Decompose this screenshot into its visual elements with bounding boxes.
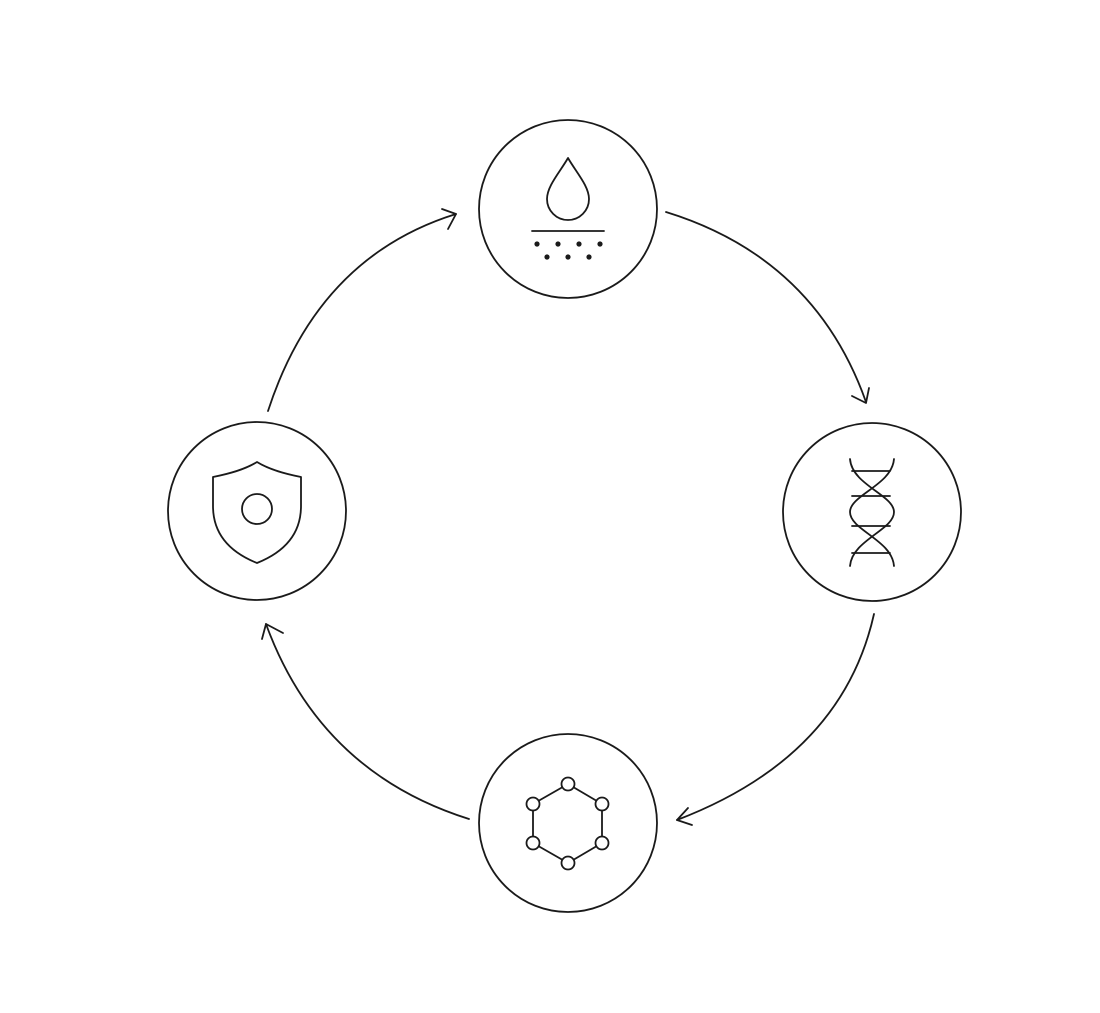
node-bottom-ring	[478, 733, 658, 913]
water-drop-absorption-icon	[531, 157, 605, 260]
hexagon-molecule-icon	[525, 776, 610, 871]
dna-icon	[849, 458, 895, 567]
node-top	[478, 119, 658, 299]
node-bottom	[478, 733, 658, 913]
node-left-ring	[167, 421, 347, 601]
arrow-right-to-bottom	[676, 613, 875, 826]
node-right	[782, 422, 962, 602]
node-right-ring	[782, 422, 962, 602]
shield-icon	[212, 461, 302, 564]
arrow-top-to-right	[665, 211, 870, 404]
arrow-bottom-to-left	[261, 623, 470, 820]
node-left	[167, 421, 347, 601]
node-top-ring	[478, 119, 658, 299]
arrow-left-to-top	[267, 208, 457, 412]
